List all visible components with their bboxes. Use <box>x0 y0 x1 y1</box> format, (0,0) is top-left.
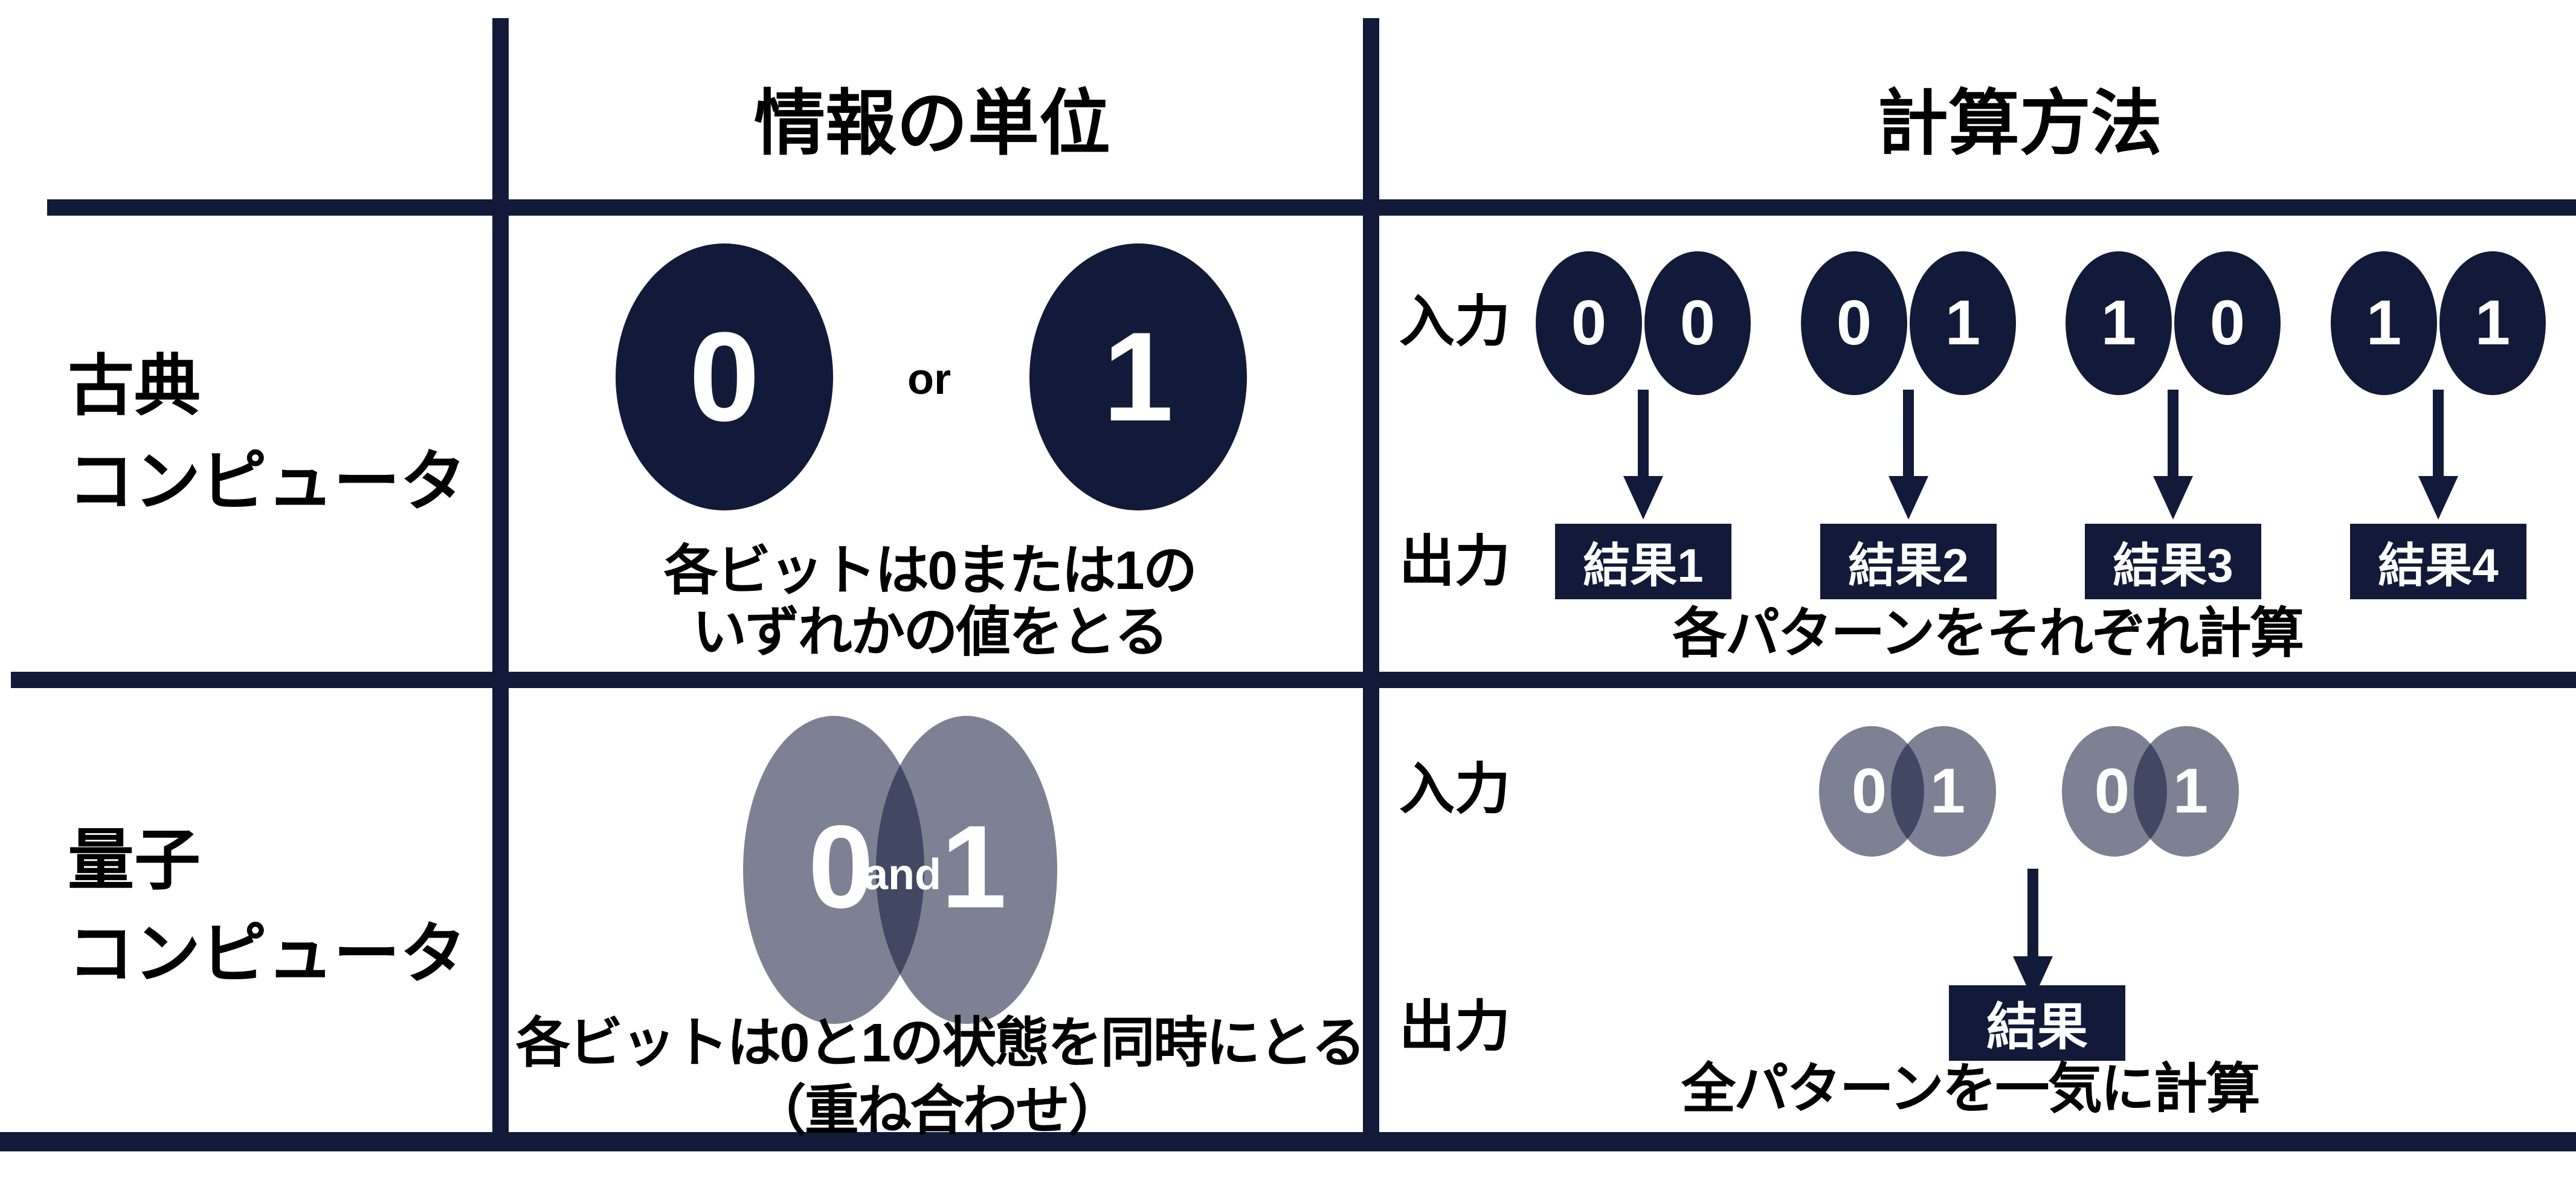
classical-pair3-bit-right: 0 <box>2174 251 2281 395</box>
col-header-method: 計算方法 <box>1876 84 2163 164</box>
classical-pair1-bit-right: 0 <box>1644 251 1751 395</box>
quantum-zero-value: 0 <box>808 801 874 933</box>
classical-pair3-right-value: 0 <box>2209 288 2246 358</box>
quantum-qubit1-zero: 0 <box>1851 756 1887 826</box>
result-box-4: 結果4 <box>2350 524 2526 599</box>
result-box-1: 結果1 <box>1555 524 1731 599</box>
classical-calc-caption: 各パターンをそれぞれ計算 <box>1672 603 2304 664</box>
classical-bit0-ellipse: 0 <box>616 243 833 510</box>
down-arrow-icon <box>1623 476 1663 520</box>
quantum-calc-caption: 全パターンを一気に計算 <box>1681 1059 2261 1119</box>
classical-pair2-right-value: 1 <box>1945 288 1981 358</box>
down-arrow-icon <box>2027 869 2038 956</box>
classical-pair2-bit-right: 1 <box>1910 251 2016 395</box>
classical-pair2-left-value: 0 <box>1836 288 1872 358</box>
classical-pair2-bit-left: 0 <box>1801 251 1907 395</box>
down-arrow-icon <box>1903 390 1914 476</box>
quantum-output-label: 出力 <box>1399 996 1511 1058</box>
table-vline-2 <box>1363 18 1379 1151</box>
quantum-venn-ellipse-right <box>876 716 1057 1024</box>
classical-pair4-bit-right: 1 <box>2439 251 2546 395</box>
table-vline-1 <box>492 18 509 1151</box>
quantum-unit-caption-line2: （重ね合わせ） <box>752 1081 1122 1141</box>
quantum-one-value: 1 <box>941 801 1007 933</box>
classical-pair1-left-value: 0 <box>1571 288 1607 358</box>
down-arrow-icon <box>2153 476 2193 520</box>
classical-pair3-left-value: 1 <box>2101 288 2137 358</box>
classical-unit-caption-line2: いずれかの値をとる <box>692 602 1168 663</box>
quantum-result-box: 結果 <box>1949 985 2125 1061</box>
classical-pair1-right-value: 0 <box>1679 288 1716 358</box>
classical-pair4-left-value: 1 <box>2366 288 2402 358</box>
down-arrow-icon <box>2418 476 2458 520</box>
down-arrow-icon <box>2433 390 2444 476</box>
quantum-and-label: and <box>863 851 942 899</box>
classical-input-label: 入力 <box>1399 291 1511 353</box>
down-arrow-icon <box>1889 476 1928 520</box>
result-box-3: 結果3 <box>2085 524 2261 599</box>
classical-unit-caption-line1: 各ビットは0または1の <box>663 541 1197 601</box>
quantum-qubit1-one: 1 <box>1930 756 1966 826</box>
classical-pair1-bit-left: 0 <box>1536 251 1642 395</box>
classical-or-label: or <box>907 355 951 404</box>
quantum-qubit1-ellipse-right <box>1891 726 1996 857</box>
col-header-unit: 情報の単位 <box>753 84 1111 164</box>
result-box-2: 結果2 <box>1820 524 1997 599</box>
down-arrow-icon <box>1638 390 1649 476</box>
quantum-input-label: 入力 <box>1399 759 1511 820</box>
row-label-quantum-line2: コンピュータ <box>68 917 466 991</box>
classical-bit1-ellipse: 1 <box>1029 243 1247 510</box>
quantum-unit-caption-line1: 各ビットは0と1の状態を同時にとる <box>515 1013 1366 1073</box>
row-label-classical-line2: コンピュータ <box>68 445 466 519</box>
row-label-classical-line1: 古典 <box>68 349 201 423</box>
table-hline-header <box>47 199 2576 216</box>
classical-pair4-bit-left: 1 <box>2331 251 2437 395</box>
table-hline-middle <box>11 672 2576 688</box>
classical-pair4-right-value: 1 <box>2475 288 2511 358</box>
classical-pair3-bit-left: 1 <box>2066 251 2172 395</box>
quantum-qubit2-zero: 0 <box>2094 756 2130 826</box>
classical-output-label: 出力 <box>1399 531 1511 593</box>
table-hline-bottom <box>0 1132 2576 1151</box>
classical-bit1-value: 1 <box>1103 306 1174 448</box>
classical-bit0-value: 0 <box>689 306 760 448</box>
row-label-quantum-line1: 量子 <box>68 823 201 898</box>
quantum-qubit2-ellipse-right <box>2134 726 2239 857</box>
quantum-qubit2-one: 1 <box>2172 756 2209 826</box>
down-arrow-icon <box>2168 390 2178 476</box>
